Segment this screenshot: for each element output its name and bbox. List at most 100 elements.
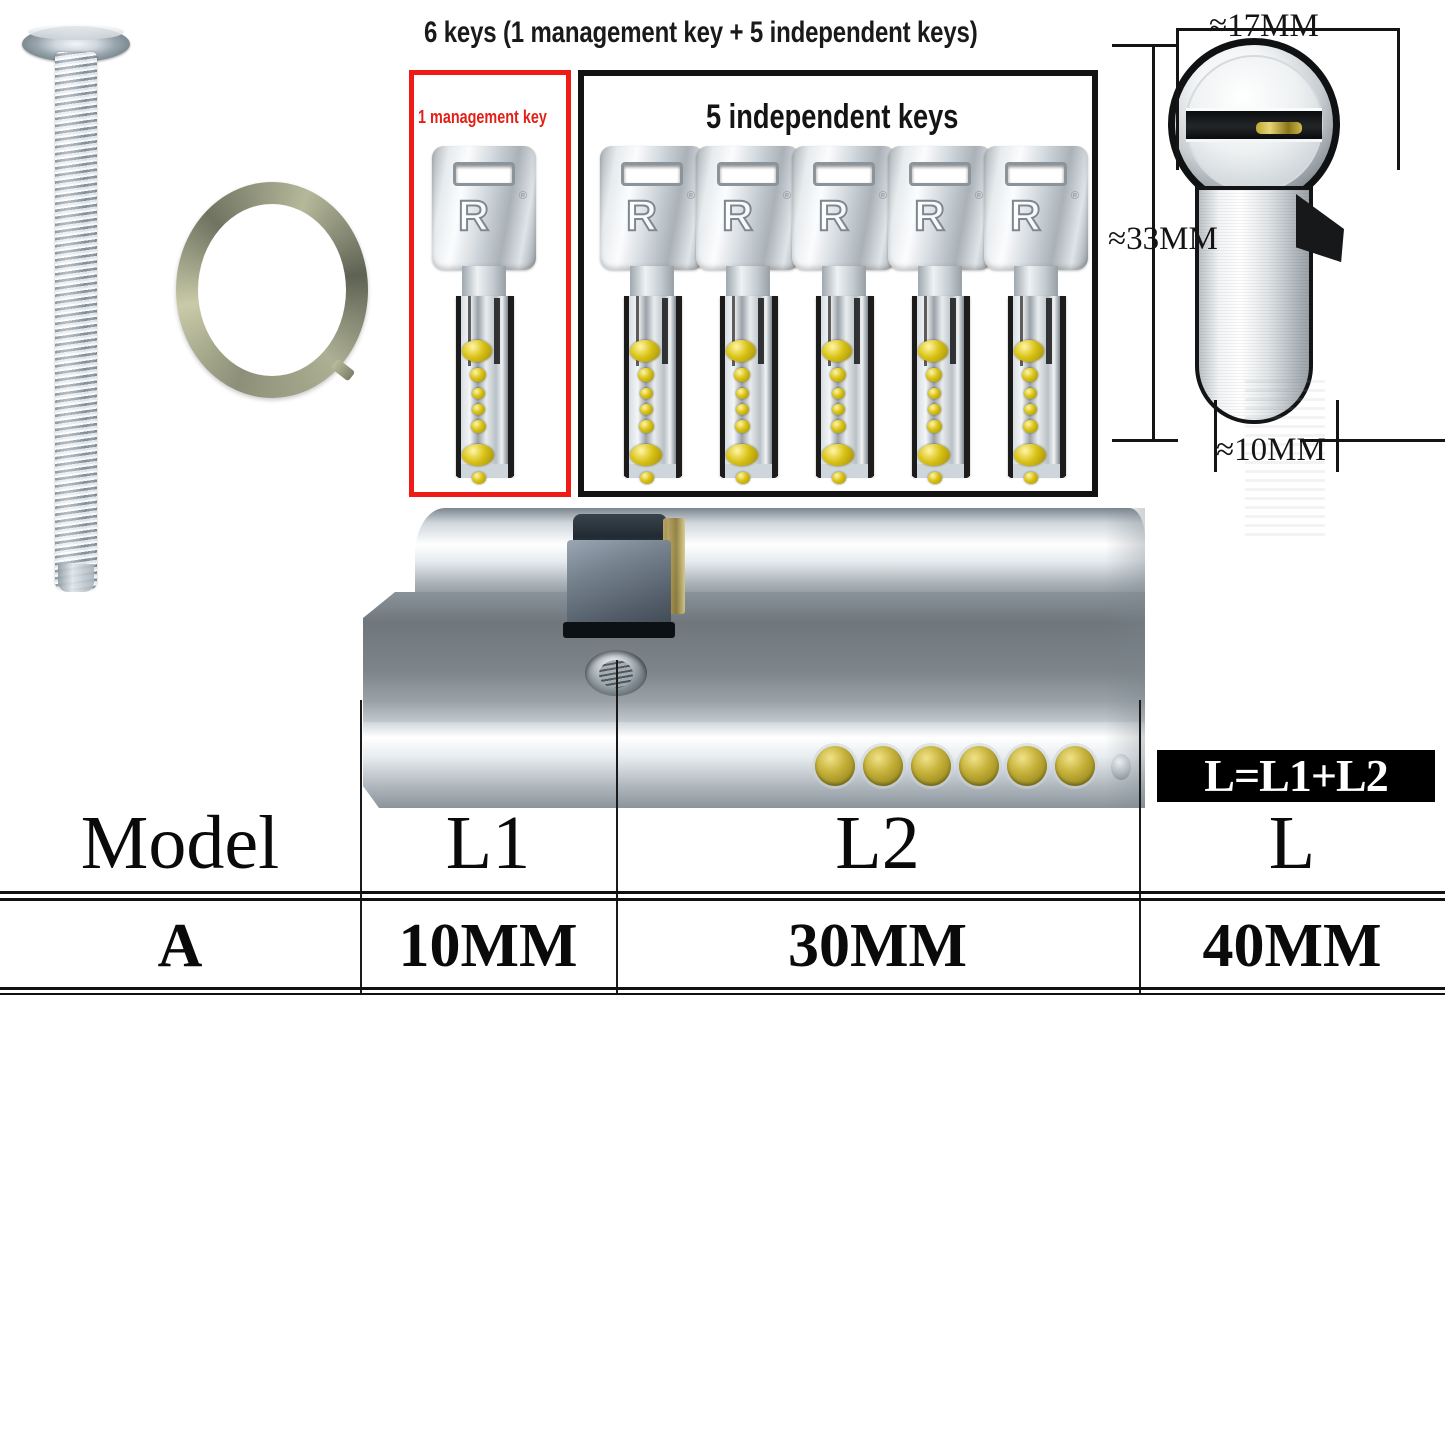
key-dimple bbox=[1014, 444, 1046, 466]
key-blade-tip bbox=[1008, 464, 1066, 478]
key-blade-tip bbox=[816, 464, 874, 478]
key-brand-logo: R bbox=[721, 192, 754, 240]
key-brand-logo: R bbox=[457, 192, 490, 240]
machine-screw-image bbox=[22, 12, 132, 592]
cylinder-cross-section-image bbox=[1168, 38, 1344, 540]
management-key-label: 1 management key bbox=[418, 107, 547, 127]
key-brand-logo: R bbox=[625, 192, 658, 240]
key-dimple bbox=[736, 404, 749, 415]
key-dimple bbox=[639, 420, 654, 433]
key-dimple bbox=[640, 472, 654, 484]
key-groove-secondary bbox=[1046, 298, 1052, 364]
key-dimple bbox=[822, 340, 852, 362]
key-brand-logo: R bbox=[913, 192, 946, 240]
cylinder-pin bbox=[911, 746, 951, 786]
key-dimple bbox=[472, 388, 485, 399]
key-blade-tip bbox=[624, 464, 682, 478]
dim-10mm-tick-left bbox=[1214, 400, 1217, 472]
screw-threaded-shaft bbox=[55, 52, 97, 590]
measure-line-l1-start bbox=[360, 700, 362, 995]
key-groove-secondary bbox=[494, 298, 500, 364]
cylinder-pin bbox=[1055, 746, 1095, 786]
key-dimple bbox=[470, 368, 486, 382]
key-ring-split bbox=[330, 358, 356, 382]
key-groove-secondary bbox=[854, 298, 860, 364]
key-groove bbox=[732, 296, 735, 366]
body-texture bbox=[1245, 380, 1325, 540]
key-dimple bbox=[830, 368, 846, 382]
cylinder-pin bbox=[815, 746, 855, 786]
cylinder-pin bbox=[863, 746, 903, 786]
key-groove bbox=[636, 296, 639, 366]
dim-33mm-tick-bottom bbox=[1112, 439, 1178, 442]
independent-key: R® bbox=[984, 146, 1088, 484]
measure-line-l1-end bbox=[616, 660, 618, 995]
key-dimple bbox=[1024, 472, 1038, 484]
key-bow-hole bbox=[909, 162, 971, 186]
key-dimple bbox=[630, 444, 662, 466]
cross-section-body bbox=[1195, 186, 1325, 540]
cylinder-pin bbox=[1007, 746, 1047, 786]
key-dimple bbox=[472, 472, 486, 484]
key-dimple bbox=[640, 388, 653, 399]
registered-trademark-icon: ® bbox=[518, 190, 527, 202]
independent-keys-label: 5 independent keys bbox=[706, 98, 959, 136]
table-rule-bottom bbox=[0, 987, 1445, 990]
key-dimple bbox=[462, 444, 494, 466]
independent-key: R® bbox=[792, 146, 896, 484]
key-blade-tip bbox=[912, 464, 970, 478]
registered-trademark-icon: ® bbox=[686, 190, 695, 202]
key-dimple bbox=[1014, 340, 1044, 362]
key-bow-hole bbox=[453, 162, 515, 186]
key-dimple bbox=[822, 444, 854, 466]
key-bow-hole bbox=[1005, 162, 1067, 186]
table-header-model: Model bbox=[80, 801, 280, 885]
table-cell-l2: 30MM bbox=[787, 912, 968, 980]
key-bow-hole bbox=[621, 162, 683, 186]
key-dimple bbox=[630, 340, 660, 362]
key-groove bbox=[1020, 296, 1023, 366]
key-dimple bbox=[918, 340, 948, 362]
dim-10mm-label: ≈10MM bbox=[1216, 432, 1326, 468]
table-rule-bottom-2 bbox=[0, 993, 1445, 995]
table-header-l2: L2 bbox=[835, 801, 920, 885]
key-dimple bbox=[638, 368, 654, 382]
spec-table: Model L1 L2 L A 10MM 30MM 40MM bbox=[0, 795, 1445, 995]
key-dimple bbox=[926, 368, 942, 382]
cylinder-top-surface bbox=[415, 508, 1145, 600]
key-dimple bbox=[472, 404, 485, 415]
dim-17mm-tick-right bbox=[1397, 28, 1400, 170]
table-header-l: L bbox=[1268, 801, 1316, 885]
registered-trademark-icon: ® bbox=[974, 190, 983, 202]
key-brand-logo: R bbox=[817, 192, 850, 240]
formula-badge: L=L1+L2 bbox=[1157, 750, 1435, 802]
key-dimple bbox=[832, 472, 846, 484]
table-cell-model: A bbox=[157, 912, 203, 980]
key-dimple bbox=[735, 420, 750, 433]
key-dimple bbox=[462, 340, 492, 362]
key-dimple bbox=[1024, 404, 1037, 415]
key-ring-image bbox=[176, 182, 368, 398]
dim-10mm-baseline bbox=[1300, 439, 1445, 442]
cylinder-brass-pins bbox=[815, 746, 1105, 788]
key-ring-hole bbox=[198, 204, 346, 376]
measure-line-l2-end bbox=[1139, 700, 1141, 995]
registered-trademark-icon: ® bbox=[1070, 190, 1079, 202]
key-groove-secondary bbox=[950, 298, 956, 364]
key-dimple bbox=[1023, 420, 1038, 433]
key-dimple bbox=[471, 420, 486, 433]
page-title: 6 keys (1 management key + 5 independent… bbox=[424, 16, 978, 49]
management-key: R® bbox=[432, 146, 536, 484]
key-bow-hole bbox=[813, 162, 875, 186]
key-dimple bbox=[927, 420, 942, 433]
independent-key: R® bbox=[888, 146, 992, 484]
key-dimple bbox=[918, 444, 950, 466]
table-cell-l: 40MM bbox=[1202, 912, 1382, 980]
key-dimple bbox=[928, 472, 942, 484]
key-dimple bbox=[726, 444, 758, 466]
key-dimple bbox=[640, 404, 653, 415]
key-blade-tip bbox=[720, 464, 778, 478]
dim-17mm-label: ≈17MM bbox=[1209, 8, 1319, 44]
key-bow-hole bbox=[717, 162, 779, 186]
key-groove bbox=[828, 296, 831, 366]
